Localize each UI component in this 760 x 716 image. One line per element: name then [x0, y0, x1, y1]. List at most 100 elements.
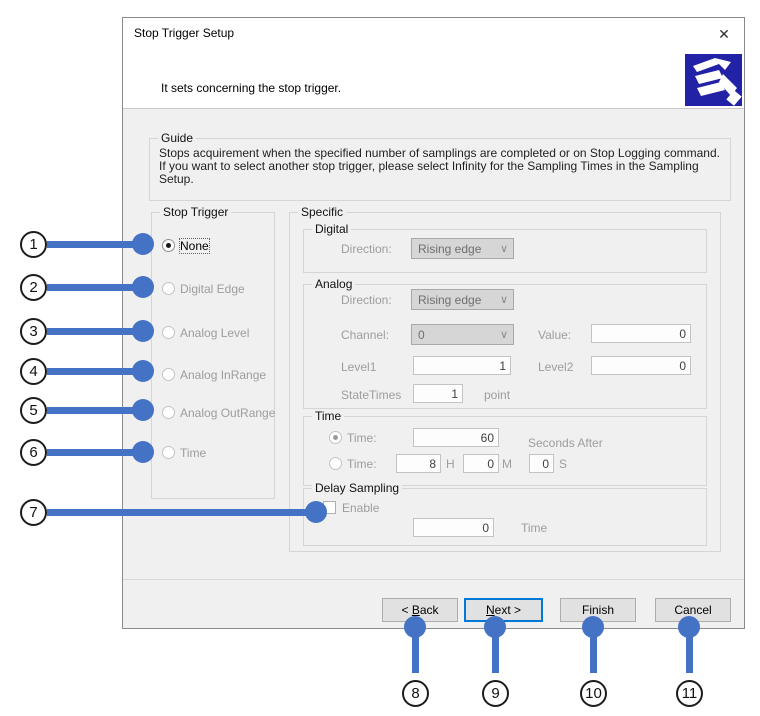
time-seconds-label[interactable]: Time:	[347, 431, 377, 445]
callout-line	[47, 328, 143, 335]
chevron-down-icon: ∨	[500, 328, 508, 341]
analog-level1-label: Level1	[341, 360, 376, 374]
callout-line	[47, 241, 143, 248]
hours-unit-label: H	[446, 457, 455, 471]
chevron-down-icon: ∨	[500, 242, 508, 255]
callout-number: 5	[20, 397, 47, 424]
digital-direction-value: Rising edge	[418, 242, 481, 256]
wizard-header: It sets concerning the stop trigger.	[123, 48, 744, 109]
time-minutes-input[interactable]	[463, 454, 499, 473]
analog-value-input[interactable]	[591, 324, 691, 343]
analog-level2-input[interactable]	[591, 356, 691, 375]
callout-line	[47, 509, 316, 516]
radio-digital-edge-label[interactable]: Digital Edge	[180, 282, 245, 296]
radio-selected-dot	[166, 243, 171, 248]
radio-analog-level[interactable]	[162, 326, 175, 339]
analog-level2-label: Level2	[538, 360, 573, 374]
dialog-title: Stop Trigger Setup	[134, 26, 234, 40]
radio-time[interactable]	[162, 446, 175, 459]
digital-label: Digital	[312, 222, 351, 236]
analog-direction-dropdown[interactable]: Rising edge ∨	[411, 289, 514, 310]
analog-direction-label: Direction:	[341, 293, 392, 307]
callout-number: 11	[676, 680, 703, 707]
analog-direction-value: Rising edge	[418, 293, 481, 307]
callout-dot	[404, 616, 426, 638]
footer-divider	[123, 579, 744, 580]
callout-line	[47, 449, 143, 456]
minutes-unit-label: M	[502, 457, 512, 471]
callout-dot	[484, 616, 506, 638]
callout-number: 9	[482, 680, 509, 707]
callout-dot	[132, 276, 154, 298]
radio-none[interactable]	[162, 239, 175, 252]
radio-analog-inrange-label[interactable]: Analog InRange	[180, 368, 266, 382]
close-icon[interactable]: ✕	[713, 24, 735, 44]
seconds-after-label: Seconds After	[528, 436, 603, 450]
callout-line	[47, 368, 143, 375]
time-clock-label[interactable]: Time:	[347, 457, 377, 471]
analog-channel-label: Channel:	[341, 328, 389, 342]
delay-time-input[interactable]	[413, 518, 494, 537]
radio-time-label[interactable]: Time	[180, 446, 206, 460]
radio-analog-outrange-label[interactable]: Analog OutRange	[180, 406, 275, 420]
title-bar: Stop Trigger Setup ✕	[123, 18, 744, 48]
analog-point-label: point	[484, 388, 510, 402]
radio-analog-inrange[interactable]	[162, 368, 175, 381]
time-groupbox: Time	[303, 416, 707, 486]
radio-time-clock[interactable]	[329, 457, 342, 470]
dialog-subtitle: It sets concerning the stop trigger.	[161, 81, 341, 95]
callout-number: 8	[402, 680, 429, 707]
digital-direction-dropdown[interactable]: Rising edge ∨	[411, 238, 514, 259]
callout-dot	[582, 616, 604, 638]
callout-number: 3	[20, 318, 47, 345]
callout-dot	[305, 501, 327, 523]
callout-dot	[132, 441, 154, 463]
analog-level1-input[interactable]	[413, 356, 511, 375]
chevron-down-icon: ∨	[500, 293, 508, 306]
analog-label: Analog	[312, 277, 355, 291]
analog-value-label: Value:	[538, 328, 571, 342]
callout-dot	[132, 399, 154, 421]
specific-label: Specific	[298, 205, 346, 219]
callout-number: 7	[20, 499, 47, 526]
callout-dot	[132, 233, 154, 255]
radio-selected-dot	[333, 435, 338, 440]
time-label: Time	[312, 409, 344, 423]
guide-label: Guide	[158, 131, 196, 145]
analog-channel-dropdown[interactable]: 0 ∨	[411, 324, 514, 345]
time-seconds2-input[interactable]	[529, 454, 554, 473]
next-button[interactable]: Next >	[464, 598, 543, 622]
stop-trigger-setup-dialog: Stop Trigger Setup ✕ It sets concerning …	[122, 17, 745, 629]
delay-sampling-groupbox: Delay Sampling	[303, 488, 707, 546]
callout-number: 1	[20, 231, 47, 258]
radio-digital-edge[interactable]	[162, 282, 175, 295]
radio-time-seconds[interactable]	[329, 431, 342, 444]
delay-sampling-label: Delay Sampling	[312, 481, 402, 495]
delay-time-label: Time	[521, 521, 547, 535]
guide-groupbox: Guide Stops acquirement when the specifi…	[149, 138, 731, 201]
time-seconds-input[interactable]	[413, 428, 499, 447]
callout-number: 10	[580, 680, 607, 707]
callout-dot	[132, 320, 154, 342]
callout-line	[47, 407, 143, 414]
radio-analog-outrange[interactable]	[162, 406, 175, 419]
analog-statetimes-label: StateTimes	[341, 388, 401, 402]
delay-enable-label[interactable]: Enable	[342, 501, 379, 515]
callout-line	[47, 284, 143, 291]
seconds-unit-label: S	[559, 457, 567, 471]
stop-trigger-label: Stop Trigger	[160, 205, 231, 219]
analog-statetimes-input[interactable]	[413, 384, 463, 403]
time-hours-input[interactable]	[396, 454, 441, 473]
digital-direction-label: Direction:	[341, 242, 392, 256]
callout-number: 6	[20, 439, 47, 466]
radio-none-label[interactable]: None	[180, 239, 209, 253]
radio-analog-level-label[interactable]: Analog Level	[180, 326, 249, 340]
analog-channel-value: 0	[418, 328, 425, 342]
callout-dot	[678, 616, 700, 638]
callout-number: 2	[20, 274, 47, 301]
guide-text: Stops acquirement when the specified num…	[159, 147, 725, 186]
brand-logo	[685, 54, 742, 106]
callout-dot	[132, 360, 154, 382]
callout-number: 4	[20, 358, 47, 385]
